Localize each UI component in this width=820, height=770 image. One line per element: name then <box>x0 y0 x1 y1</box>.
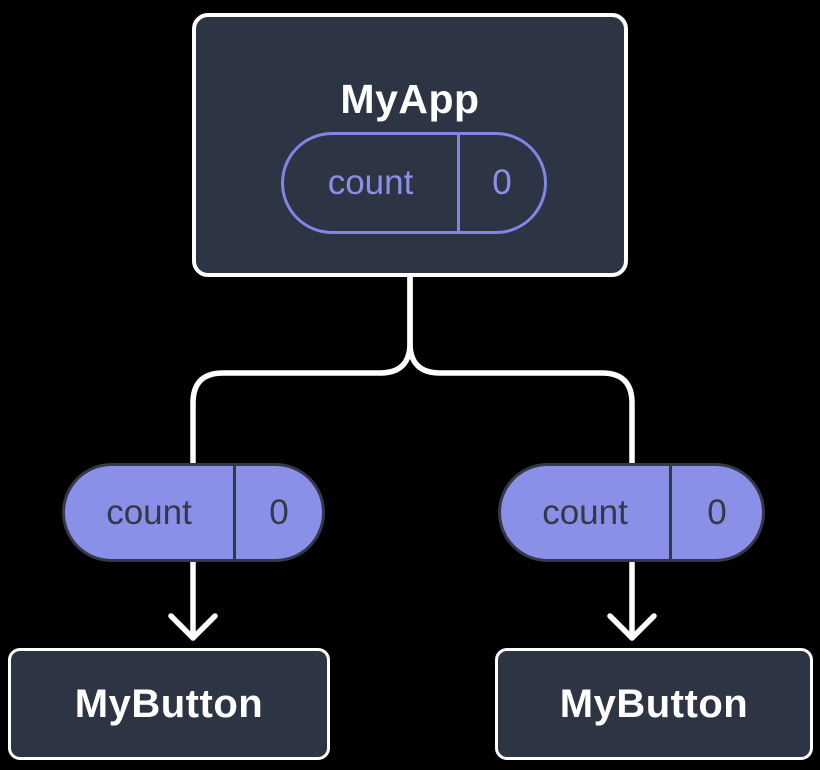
right-prop-name: count <box>542 492 628 532</box>
right-prop-value: 0 <box>707 492 727 532</box>
left-prop-pill: count 0 <box>62 463 325 562</box>
root-state-name: count <box>327 163 414 202</box>
fork-branch-left-line <box>190 275 413 466</box>
mybutton-node-right: MyButton <box>495 648 813 760</box>
left-pill-divider <box>233 466 236 559</box>
right-prop-pill: count 0 <box>498 463 765 562</box>
mybutton-left-title: MyButton <box>74 681 264 726</box>
myapp-node: MyApp count 0 <box>192 13 628 277</box>
mybutton-right-title: MyButton <box>559 681 749 726</box>
fork-branch-right-line <box>407 275 635 466</box>
myapp-node-title: MyApp <box>340 76 480 122</box>
arrow-left-head-icon <box>168 613 218 641</box>
root-pill-divider <box>457 135 460 231</box>
arrow-right-head-icon <box>607 613 657 641</box>
left-prop-name: count <box>106 492 192 532</box>
root-state-pill: count 0 <box>281 132 547 234</box>
right-pill-divider <box>669 466 672 559</box>
root-state-value: 0 <box>492 163 512 202</box>
mybutton-node-left: MyButton <box>8 648 330 760</box>
left-prop-value: 0 <box>269 492 289 532</box>
